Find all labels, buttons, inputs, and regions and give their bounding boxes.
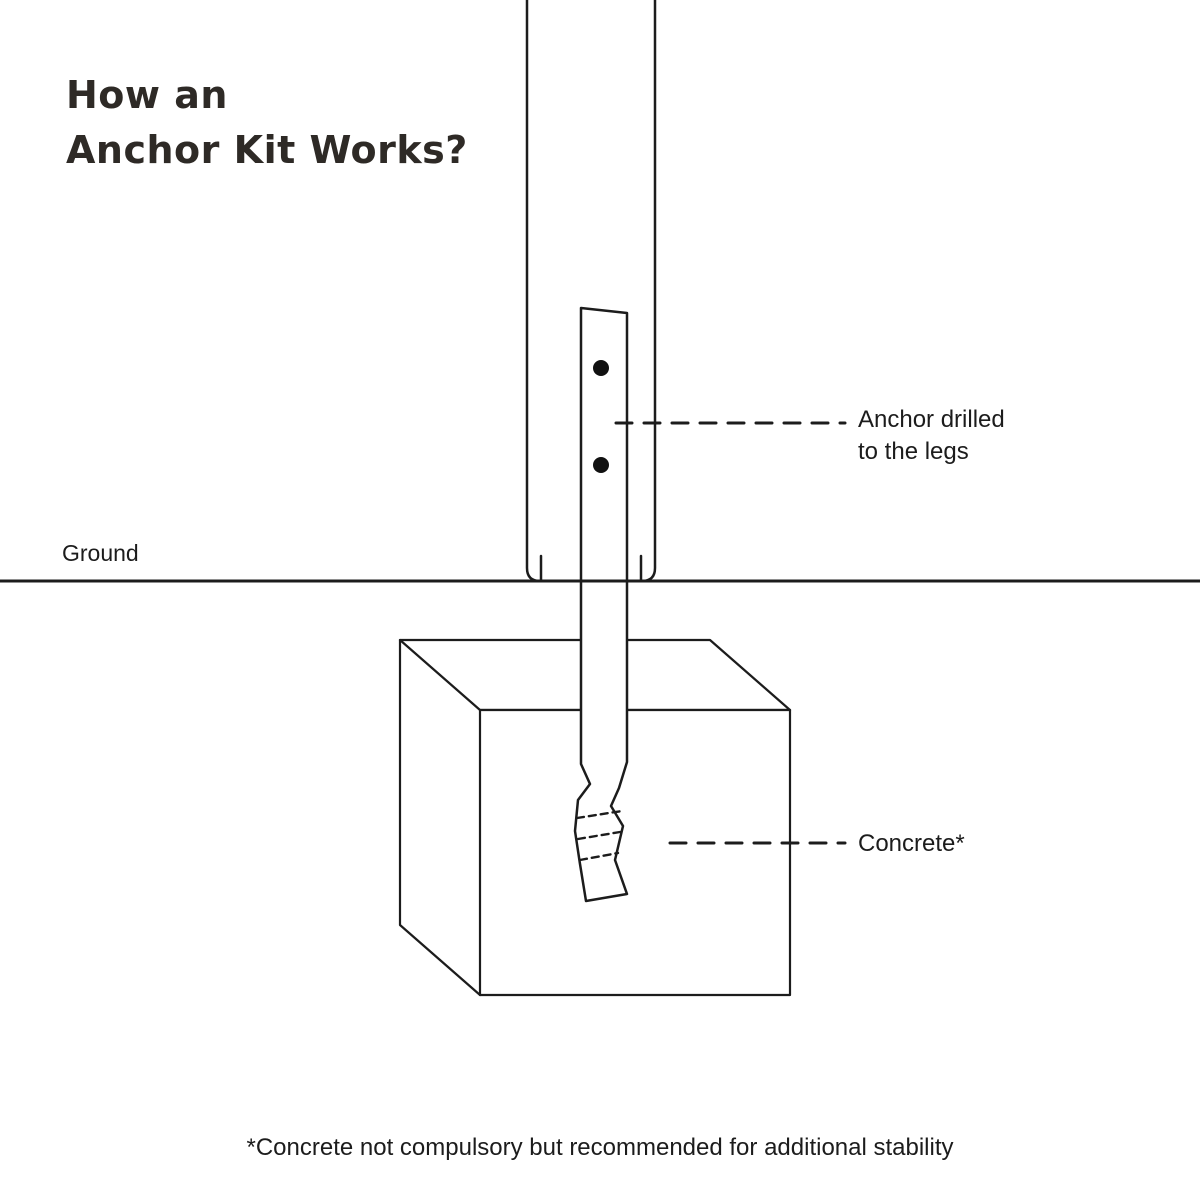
anchor-bolt-hole-bottom bbox=[593, 457, 609, 473]
page-title-line2: Anchor Kit Works? bbox=[66, 128, 468, 173]
anchor-annotation-line2: to the legs bbox=[858, 437, 969, 465]
concrete-annotation: Concrete* bbox=[858, 830, 965, 857]
concrete-block bbox=[398, 638, 792, 997]
concrete-block-left-face bbox=[398, 638, 482, 997]
anchor-annotation: Anchor drilled to the legs bbox=[858, 404, 1005, 467]
anchor-strip bbox=[573, 306, 629, 903]
footnote-text: *Concrete not compulsory but recommended… bbox=[246, 1134, 954, 1161]
ground-label: Ground bbox=[62, 540, 139, 566]
page-title-line1: How an bbox=[66, 73, 228, 117]
anchor-annotation-line1: Anchor drilled bbox=[858, 406, 1005, 433]
concrete-block-front-face bbox=[478, 708, 792, 997]
anchor-bolt-hole-top bbox=[593, 360, 609, 376]
page-title: How an Anchor Kit Works? bbox=[66, 68, 468, 178]
anchor-thread-marks bbox=[575, 809, 624, 862]
